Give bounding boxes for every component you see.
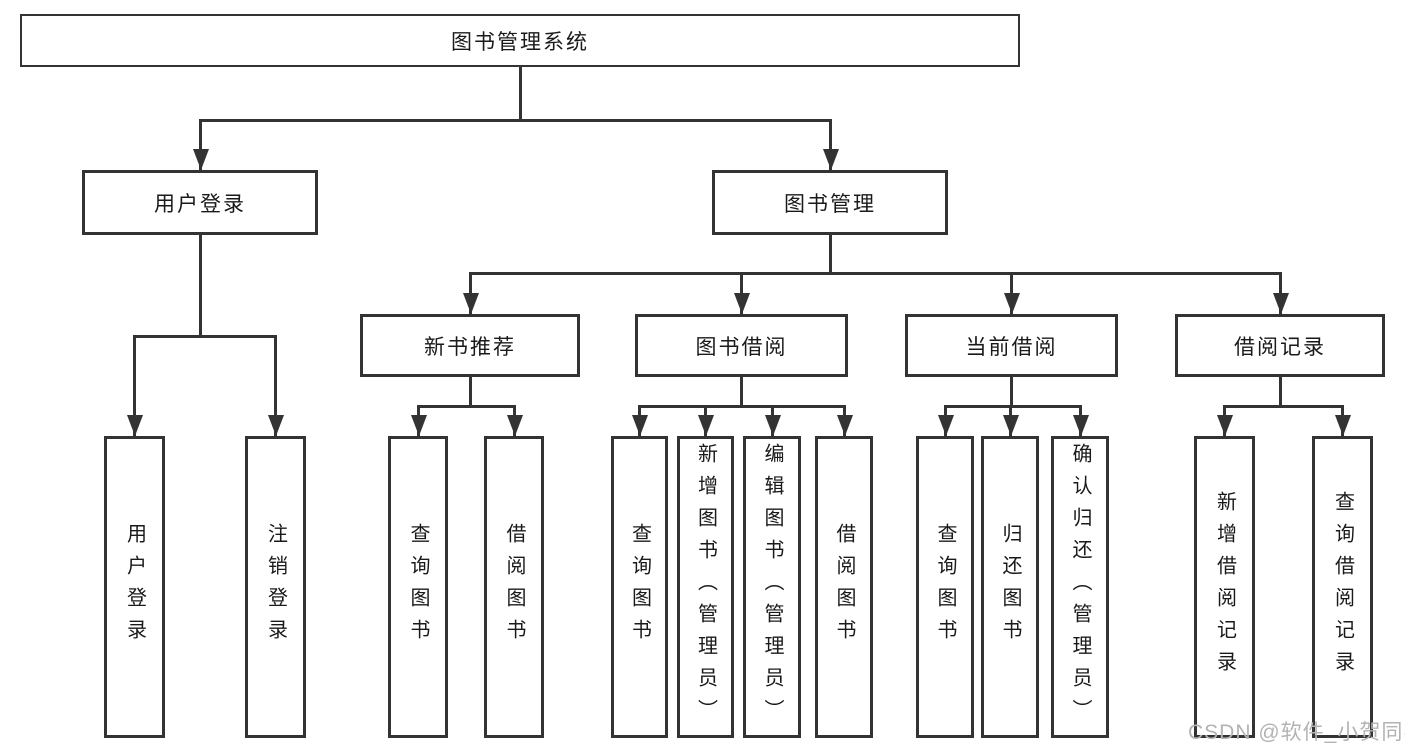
arrow-down-query-books-3 [944,405,947,436]
node-user-login-label: 用户登录 [154,192,246,216]
arrow-down-return-books [1009,405,1012,436]
connector-level2-hline [199,119,832,122]
leaf-add-borrow-record: 新增借阅记录 [1194,436,1255,738]
arrow-down-borrow-books-1 [513,405,516,436]
connector-root-stub [519,66,522,122]
connector-current-borrowing-stub [1010,377,1013,408]
leaf-logout-label: 注销登录 [264,523,287,651]
connector-borrowing-records-hline [1223,405,1344,408]
node-book-borrowing: 图书借阅 [635,314,848,377]
leaf-borrow-books-2: 借阅图书 [815,436,873,738]
connector-new-book-hline [417,405,516,408]
node-new-book-recommendation: 新书推荐 [360,314,580,377]
arrow-down-add-book-admin [704,405,707,436]
arrow-down-query-books-1 [417,405,420,436]
leaf-query-borrow-record: 查询借阅记录 [1312,436,1373,738]
leaf-query-borrow-record-label: 查询借阅记录 [1331,491,1354,683]
leaf-edit-book-admin: 编辑图书（管理员） [743,436,801,738]
leaf-borrow-books-1-label: 借阅图书 [503,523,525,651]
leaf-borrow-books-2-label: 借阅图书 [833,523,855,651]
arrow-down-new-book-recommendation [469,272,472,314]
node-borrowing-records-label: 借阅记录 [1234,335,1326,359]
leaf-query-books-1: 查询图书 [388,436,448,738]
leaf-add-book-admin-label: 新增图书（管理员） [694,443,717,731]
arrow-down-confirm-return-admin [1079,405,1082,436]
connector-user-login-hline [133,335,276,338]
node-library-system-label: 图书管理系统 [451,30,589,54]
connector-new-book-stub [469,377,472,408]
leaf-logout: 注销登录 [245,436,306,738]
connector-book-borrowing-hline [638,405,846,408]
arrow-down-edit-book-admin [771,405,774,436]
arrow-down-book-management [829,119,832,170]
leaf-query-books-3-label: 查询图书 [934,523,956,651]
node-current-borrowing: 当前借阅 [905,314,1118,377]
arrow-down-current-borrowing [1010,272,1013,314]
connector-current-borrowing-hline [944,405,1082,408]
connector-borrowing-records-stub [1279,377,1282,408]
node-book-management: 图书管理 [712,170,948,235]
leaf-add-book-admin: 新增图书（管理员） [677,436,734,738]
arrow-down-borrowing-records [1279,272,1282,314]
csdn-watermark: CSDN @软件_小贺同学 [1188,721,1405,744]
arrow-down-query-borrow-record [1341,405,1344,436]
node-user-login: 用户登录 [82,170,318,235]
connector-user-login-stub [199,235,202,338]
leaf-query-books-2: 查询图书 [611,436,668,738]
connector-level3-hline [469,272,1282,275]
leaf-user-login: 用户登录 [104,436,165,738]
node-book-borrowing-label: 图书借阅 [695,335,788,359]
leaf-add-borrow-record-label: 新增借阅记录 [1213,491,1236,683]
leaf-query-books-2-label: 查询图书 [628,523,651,651]
leaf-user-login-label: 用户登录 [123,523,146,651]
leaf-confirm-return-admin-label: 确认归还（管理员） [1069,443,1091,731]
leaf-return-books-label: 归还图书 [999,523,1021,651]
connector-book-borrowing-stub [740,377,743,408]
node-library-system: 图书管理系统 [20,14,1020,67]
arrow-down-leaf-logout [274,335,277,436]
arrow-down-borrow-books-2 [843,405,846,436]
leaf-query-books-3: 查询图书 [916,436,974,738]
node-current-borrowing-label: 当前借阅 [965,335,1058,359]
connector-book-management-stub [829,235,832,275]
arrow-down-book-borrowing [740,272,743,314]
leaf-confirm-return-admin: 确认归还（管理员） [1051,436,1109,738]
node-book-management-label: 图书管理 [784,192,876,216]
arrow-down-add-borrow-record [1223,405,1226,436]
arrow-down-user-login [199,119,202,170]
leaf-return-books: 归还图书 [981,436,1039,738]
arrow-down-leaf-user-login [133,335,136,436]
leaf-edit-book-admin-label: 编辑图书（管理员） [761,443,783,731]
leaf-query-books-1-label: 查询图书 [407,523,429,651]
arrow-down-query-books-2 [638,405,641,436]
node-new-book-recommendation-label: 新书推荐 [424,335,516,359]
node-borrowing-records: 借阅记录 [1175,314,1385,377]
leaf-borrow-books-1: 借阅图书 [484,436,544,738]
